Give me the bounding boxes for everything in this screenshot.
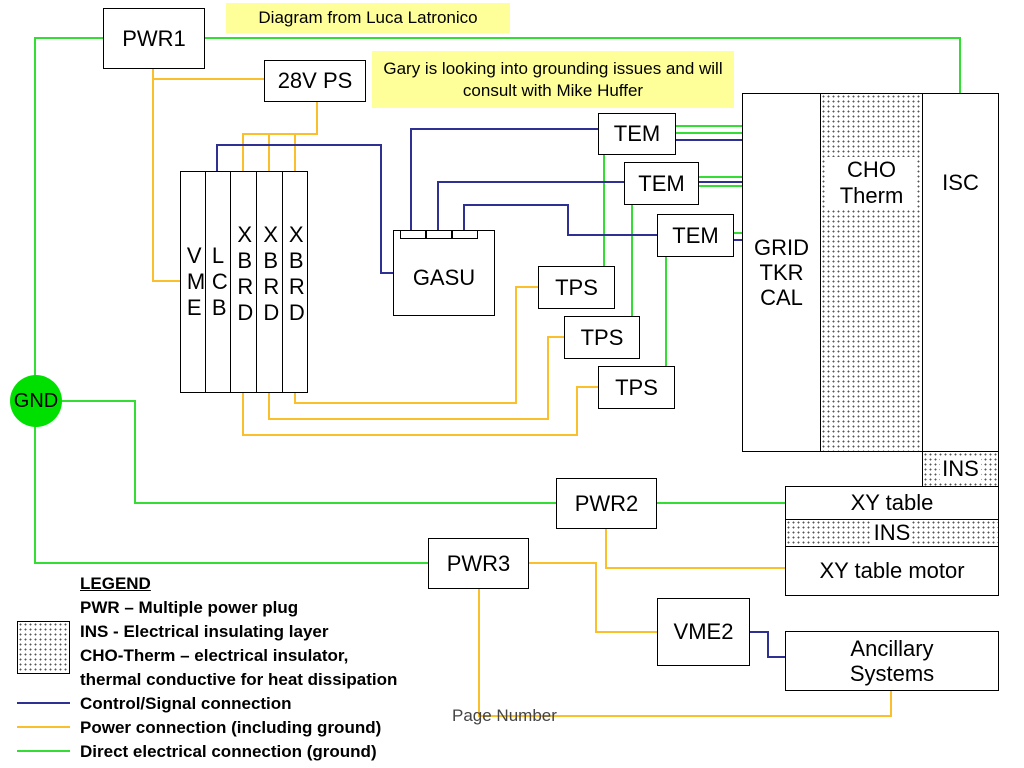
tps-box-3: TPS bbox=[598, 366, 675, 409]
power-wire-xbrd2-tps2 bbox=[268, 336, 564, 420]
gasu-connector-2 bbox=[426, 230, 452, 239]
legend-title: LEGEND bbox=[80, 574, 151, 593]
pwr2-box: PWR2 bbox=[556, 478, 657, 529]
legend-power: Power connection (including ground) bbox=[80, 718, 382, 737]
xy-ins-box: INS bbox=[785, 519, 999, 547]
ground-connections bbox=[34, 37, 961, 564]
control-connections bbox=[216, 128, 785, 658]
xy-table-box: XY table bbox=[785, 486, 999, 520]
tps-box-1: TPS bbox=[538, 266, 615, 309]
isc-label: ISC bbox=[942, 169, 979, 195]
power-wire-xbrd1-tps3 bbox=[242, 386, 598, 436]
crate-lcb-label: LCB bbox=[211, 243, 228, 320]
pwr3-box: PWR3 bbox=[428, 538, 529, 589]
crate-xbrd-3: XBRD bbox=[282, 171, 308, 393]
crate-xbrd-1: XBRD bbox=[230, 171, 257, 393]
power-wire-xbrd3-tps1 bbox=[294, 286, 538, 404]
legend: LEGEND PWR – Multiple power plug INS - E… bbox=[80, 572, 397, 764]
control-wire-gasu-tem3 bbox=[463, 204, 657, 236]
cho-therm-box: CHO Therm bbox=[820, 93, 923, 452]
power-wire-28v-bus bbox=[242, 101, 318, 172]
credit-note: Diagram from Luca Latronico bbox=[226, 3, 510, 33]
cho-therm-label: CHO Therm bbox=[827, 157, 916, 208]
crate-xbrd-2: XBRD bbox=[256, 171, 283, 393]
legend-control: Control/Signal connection bbox=[80, 694, 292, 713]
power-wire-pwr2-xymotor bbox=[605, 529, 785, 569]
legend-pwr: PWR – Multiple power plug bbox=[80, 598, 299, 617]
control-wire-gasu-tem1 bbox=[410, 128, 598, 230]
crate-xbrd-1-label: XBRD bbox=[237, 222, 254, 325]
ancillary-systems-box: Ancillary Systems bbox=[785, 631, 999, 691]
legend-ins: INS - Electrical insulating layer bbox=[80, 622, 329, 641]
ground-wire-gnd-pwr3 bbox=[34, 424, 428, 564]
tem-box-1: TEM bbox=[598, 113, 676, 155]
crate-xbrd-2-label: XBRD bbox=[263, 222, 280, 325]
gasu-box: GASU bbox=[393, 230, 495, 316]
crate-vme: VME bbox=[180, 171, 206, 393]
ground-wire-pwr1-isc bbox=[205, 37, 961, 93]
gnd-label: GND bbox=[13, 389, 59, 412]
power-connections bbox=[152, 68, 892, 717]
crate-xbrd-3-label: XBRD bbox=[288, 222, 305, 325]
ps-28v-box: 28V PS bbox=[264, 60, 366, 102]
xy-table-motor-box: XY table motor bbox=[785, 546, 999, 596]
ground-wire-gnd-pwr2 bbox=[58, 400, 556, 504]
grid-tkr-cal-box: GRID TKR CAL bbox=[742, 93, 821, 452]
crate-lcb: LCB bbox=[205, 171, 231, 393]
power-wire-pwr3-ancillary bbox=[478, 589, 892, 717]
gnd-node: GND bbox=[10, 375, 62, 427]
power-wire-pwr1-vme bbox=[152, 68, 180, 282]
ground-wire-gnd-pwr1-isc bbox=[34, 37, 103, 380]
legend-cho-line1: CHO-Therm – electrical insulator, bbox=[80, 646, 349, 665]
power-wire-pwr3-vme2 bbox=[529, 562, 657, 633]
legend-cho-line2: thermal conductive for heat dissipation bbox=[80, 670, 398, 689]
tem-box-3: TEM bbox=[657, 214, 734, 257]
tem-box-2: TEM bbox=[624, 162, 699, 205]
control-wire-vme2-ancillary bbox=[750, 631, 785, 658]
isc-box: ISC bbox=[922, 93, 999, 452]
legend-ins-swatch bbox=[17, 621, 70, 674]
legend-direct: Direct electrical connection (ground) bbox=[80, 742, 377, 761]
tps-box-2: TPS bbox=[564, 316, 640, 359]
legend-line-samples bbox=[17, 702, 70, 752]
control-wire-vme-gasu bbox=[216, 144, 393, 274]
page-number: Page Number bbox=[452, 706, 557, 725]
ins-label: INS bbox=[940, 456, 981, 482]
grounding-note: Gary is looking into grounding issues an… bbox=[372, 51, 734, 108]
gasu-connector-3 bbox=[452, 230, 478, 239]
control-wire-gasu-tem2 bbox=[437, 181, 624, 230]
crate-vme-label: VME bbox=[186, 243, 206, 320]
pwr1-box: PWR1 bbox=[103, 8, 205, 69]
gasu-connector-1 bbox=[400, 230, 426, 239]
vme2-box: VME2 bbox=[657, 598, 750, 666]
xy-ins-label: INS bbox=[871, 520, 913, 546]
ins-box: INS bbox=[922, 451, 999, 487]
